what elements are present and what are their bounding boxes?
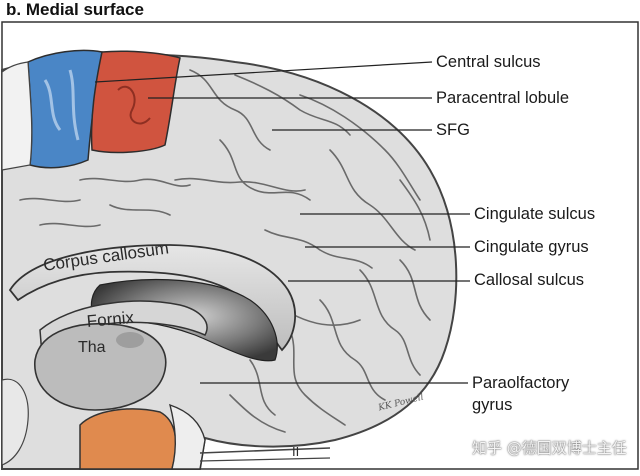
paracentral-sulcus [117, 85, 151, 125]
thalamus-shading [116, 332, 144, 348]
label-paraolfactory-line2: gyrus [472, 396, 513, 414]
thalamus [34, 322, 167, 411]
optic-nerve [199, 447, 331, 454]
optic-nerve-edge [199, 457, 331, 462]
parietal-strip [1, 61, 33, 171]
precentral-highlight [43, 69, 80, 141]
label-thalamus: Tha [78, 339, 106, 356]
leader-lines [94, 61, 470, 384]
label-paracentral-lobule: Paracentral lobule [436, 89, 569, 107]
label-callosal-sulcus: Callosal sulcus [474, 271, 585, 289]
label-cingulate-sulcus: Cingulate sulcus [474, 205, 596, 223]
occipital-edge [1, 378, 29, 466]
leader-central-sulcus [94, 61, 433, 83]
paracentral-lobule-region [90, 50, 181, 154]
gyral-pattern [19, 69, 431, 433]
optic-chiasm-region [169, 403, 206, 470]
corpus-callosum [8, 244, 296, 352]
label-optic-nerve: II [292, 444, 300, 459]
label-cingulate-gyrus: Cingulate gyrus [474, 238, 589, 256]
panel-title: b. Medial surface [6, 0, 144, 19]
label-sfg: SFG [436, 121, 470, 139]
temporal-region [79, 408, 177, 470]
label-central-sulcus: Central sulcus [436, 53, 541, 71]
label-fornix: Fornix [86, 307, 135, 331]
label-paraolfactory-line1: Paraolfactory [472, 374, 570, 392]
watermark: 知乎 @德国双博士主任 [472, 439, 627, 457]
